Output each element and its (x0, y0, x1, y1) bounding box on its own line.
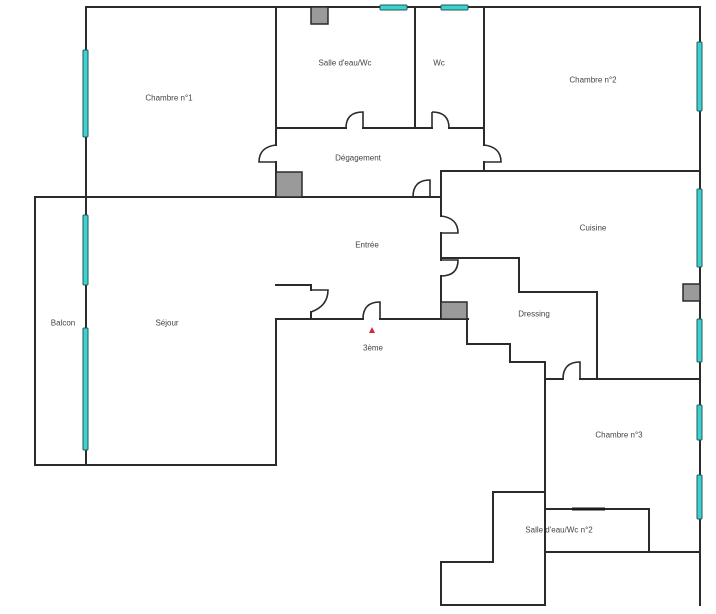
window-sejour-1 (82, 214, 89, 286)
room-label-chambre3: Chambre n°3 (595, 430, 643, 440)
window-chambre1 (82, 49, 89, 138)
room-label-chambre2: Chambre n°2 (569, 75, 617, 85)
room-label-entree: Entrée (355, 240, 379, 250)
window-cuisine-1 (696, 188, 703, 268)
location-triangle-icon (369, 327, 375, 333)
room-label-cuisine: Cuisine (579, 223, 607, 233)
shaft-salle-eau (310, 6, 329, 25)
windows (82, 4, 703, 520)
door-dressing (440, 259, 459, 277)
shafts (275, 6, 701, 320)
window-sejour-2 (82, 327, 89, 451)
room-label-sejour: Séjour (155, 318, 179, 328)
door-wc (431, 111, 450, 129)
door-chambre3 (562, 361, 581, 380)
room-label-salle-eau2: Salle d'eau/Wc n°2 (525, 525, 593, 535)
room-label-balcon: Balcon (50, 318, 76, 328)
window-cuisine-2 (696, 318, 703, 363)
door-salle-eau (345, 111, 364, 129)
room-label-degagement: Dégagement (335, 153, 381, 163)
window-chambre2 (696, 41, 703, 112)
door-chambre2 (483, 144, 502, 163)
doors (258, 111, 581, 380)
window-chambre3-1 (696, 404, 703, 441)
window-wc (440, 4, 469, 11)
room-label-chambre1: Chambre n°1 (145, 93, 193, 103)
door-palier (362, 301, 381, 320)
door-cuisine (440, 215, 459, 234)
floor-label: 3ème (362, 343, 384, 353)
window-salle-eau (379, 4, 408, 11)
shaft-degagement (275, 171, 303, 198)
shaft-cuisine (682, 283, 701, 302)
door-entree (412, 179, 431, 198)
window-chambre3-2 (696, 474, 703, 520)
room-label-dressing: Dressing (518, 309, 550, 319)
door-closet (310, 289, 329, 313)
room-label-wc: Wc (433, 58, 445, 68)
door-chambre1 (258, 144, 277, 163)
room-label-salle-eau: Salle d'eau/Wc (318, 58, 372, 68)
shaft-entree (440, 301, 468, 320)
